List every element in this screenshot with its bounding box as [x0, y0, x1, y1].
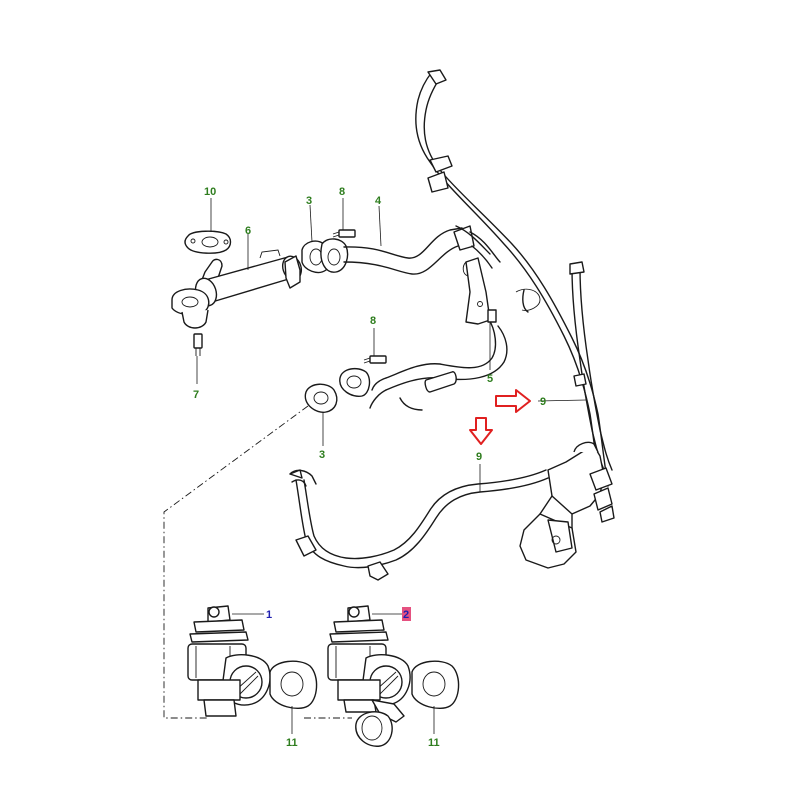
- callout-9-right: 9: [540, 396, 546, 408]
- egr-cooler-6: [171, 249, 303, 329]
- callout-2-highlight: [402, 607, 411, 621]
- callout-8-top: 8: [339, 186, 345, 198]
- vacuum-hose-9-upper: [415, 69, 613, 487]
- callout-9-down: 9: [476, 451, 482, 463]
- red-outline-arrow-right-icon: [495, 389, 531, 413]
- callout-11-left: 11: [286, 737, 298, 749]
- egr-solenoid-assembly: [519, 441, 615, 569]
- callout-3-top: 3: [306, 195, 312, 207]
- callout-6: 6: [245, 225, 251, 237]
- egr-pipe-4: [343, 225, 541, 411]
- bracket-5: [462, 257, 497, 325]
- red-outline-arrow-down-icon: [469, 417, 493, 445]
- gasket-10: [184, 230, 232, 254]
- egr-valve-1: [187, 605, 271, 717]
- bolt-8-mid: [363, 355, 387, 364]
- callout-8-mid: 8: [370, 315, 376, 327]
- gasket-11-right: [411, 660, 460, 710]
- pipe-flange-mid: [339, 367, 371, 397]
- leader-lines: [196, 198, 587, 734]
- pipe-flange-top: [320, 238, 349, 273]
- egr-valve-2: [327, 605, 411, 747]
- gasket-3-mid: [304, 383, 338, 413]
- callout-5: 5: [487, 373, 493, 385]
- bolt-8-top: [332, 229, 356, 238]
- vacuum-hose-9-lower: [289, 469, 549, 581]
- callout-3-mid: 3: [319, 449, 325, 461]
- callout-labels: 10 6 3 8 4 7 8 5 3 9 9 1 2 11 11: [193, 186, 546, 749]
- callout-10: 10: [204, 186, 216, 198]
- callout-7: 7: [193, 389, 199, 401]
- bolt-7: [193, 333, 203, 356]
- callout-2: 2: [403, 609, 409, 621]
- callout-4: 4: [375, 195, 382, 207]
- assembly-guide-lines: [163, 405, 352, 719]
- callout-11-right: 11: [428, 737, 440, 749]
- gasket-11-left: [269, 660, 318, 710]
- callout-1: 1: [266, 609, 272, 621]
